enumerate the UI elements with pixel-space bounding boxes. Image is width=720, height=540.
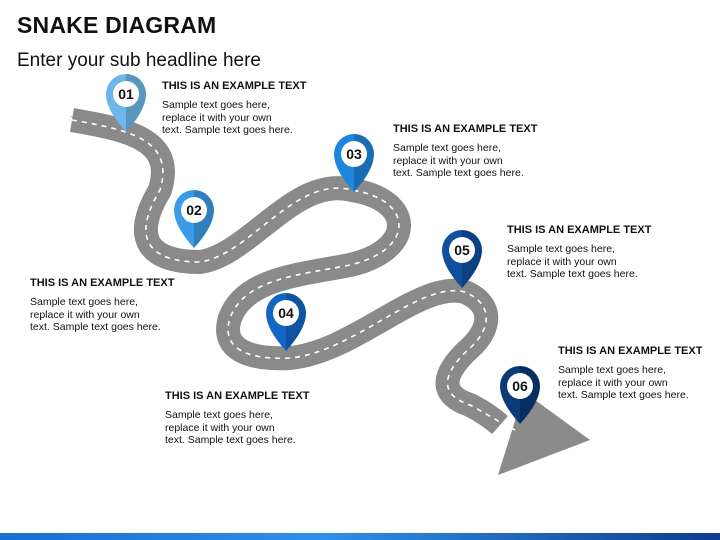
pin-center xyxy=(273,300,299,326)
pin-marker-icon: 03 xyxy=(334,134,374,192)
step-text-02: THIS IS AN EXAMPLE TEXT Sample text goes… xyxy=(30,277,200,334)
pin-center xyxy=(507,373,533,399)
pin-center xyxy=(181,197,207,223)
step-body: Sample text goes here, replace it with y… xyxy=(393,142,524,179)
road-center-dashes xyxy=(71,119,516,431)
pin-number: 06 xyxy=(512,378,528,394)
road-tail-tip xyxy=(70,116,100,135)
pin-center xyxy=(113,81,139,107)
step-text-03: THIS IS AN EXAMPLE TEXT Sample text goes… xyxy=(393,123,563,180)
step-text-01: THIS IS AN EXAMPLE TEXT Sample text goes… xyxy=(162,80,332,137)
step-heading: THIS IS AN EXAMPLE TEXT xyxy=(558,345,703,357)
pin-marker-icon: 05 xyxy=(442,230,482,288)
pin-number: 01 xyxy=(118,86,134,102)
step-text-04: THIS IS AN EXAMPLE TEXT Sample text goes… xyxy=(165,390,335,447)
pin-center xyxy=(449,237,475,263)
step-body: Sample text goes here, replace it with y… xyxy=(165,409,296,446)
pin-marker-icon: 04 xyxy=(266,293,306,351)
pin-marker-icon: 02 xyxy=(174,190,214,248)
pin-marker-icon: 06 xyxy=(500,366,540,424)
page-title: SNAKE DIAGRAM xyxy=(17,12,217,38)
step-body: Sample text goes here, replace it with y… xyxy=(558,364,689,401)
step-body: Sample text goes here, replace it with y… xyxy=(162,99,293,136)
step-body: Sample text goes here, replace it with y… xyxy=(30,296,161,333)
step-heading: THIS IS AN EXAMPLE TEXT xyxy=(165,390,310,402)
pin-center xyxy=(341,141,367,167)
step-heading: THIS IS AN EXAMPLE TEXT xyxy=(30,277,175,289)
step-heading: THIS IS AN EXAMPLE TEXT xyxy=(162,80,307,92)
pin-number: 02 xyxy=(186,202,202,218)
pin-number: 04 xyxy=(278,305,294,321)
step-heading: THIS IS AN EXAMPLE TEXT xyxy=(507,224,652,236)
step-body: Sample text goes here, replace it with y… xyxy=(507,243,638,280)
pin-number: 05 xyxy=(454,242,470,258)
bottom-accent-bar xyxy=(0,533,720,540)
step-pins: 01 02 03 04 05 06 xyxy=(106,74,540,424)
step-text-06: THIS IS AN EXAMPLE TEXT Sample text goes… xyxy=(558,345,720,402)
step-text-05: THIS IS AN EXAMPLE TEXT Sample text goes… xyxy=(507,224,677,281)
page-subtitle: Enter your sub headline here xyxy=(17,50,261,71)
pin-marker-icon: 01 xyxy=(106,74,146,132)
step-heading: THIS IS AN EXAMPLE TEXT xyxy=(393,123,538,135)
pin-number: 03 xyxy=(346,146,362,162)
